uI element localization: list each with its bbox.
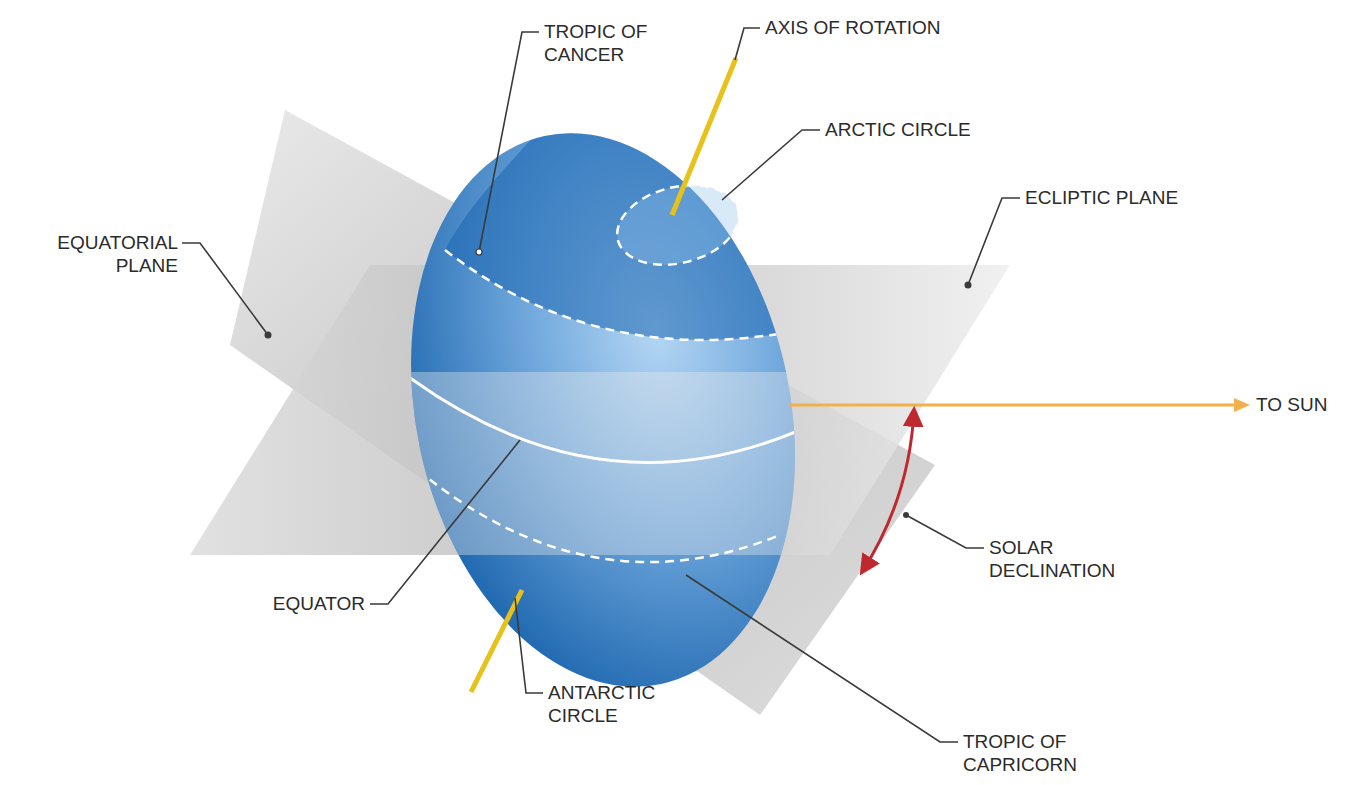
leader-line [968,198,1020,285]
leader-line [370,440,520,604]
arctic-circle-line [609,173,748,277]
rotation-axis [471,590,522,692]
leader-line [906,515,984,548]
callout-label: EQUATORIAL PLANE [20,231,178,277]
rotation-axis [672,58,736,215]
leader-line [686,575,958,742]
callout-label: TROPIC OF CANCER [544,20,679,66]
declination-arc [862,410,914,572]
callout-label: SOLAR DECLINATION [989,536,1139,582]
antarctic-circle-line [440,628,650,688]
leader-line [722,130,820,200]
leader-dot [265,332,272,339]
leader-line [182,243,268,335]
leader-dot [476,249,482,255]
tropic-of-capricorn-line [418,470,780,562]
callout-label: TO SUN [1256,393,1346,416]
callout-label: AXIS OF ROTATION [765,16,1005,39]
leader-dot [903,512,909,518]
callout-label: ANTARCTIC CIRCLE [548,681,678,727]
tropic-of-cancer-line [445,250,800,340]
callout-label: ARCTIC CIRCLE [825,118,1045,141]
leader-line [515,598,543,693]
sun-ray-head [1234,398,1250,412]
equator-line [410,378,800,463]
callout-label: ECLIPTIC PLANE [1025,186,1225,209]
callout-label: EQUATOR [255,592,365,615]
leader-dots [265,249,972,518]
leader-line [735,28,760,60]
leader-dot [965,282,972,289]
callout-label: TROPIC OF CAPRICORN [963,730,1108,776]
sun-ray [790,404,1236,407]
northern-shade [380,90,800,340]
leader-line [479,32,539,252]
